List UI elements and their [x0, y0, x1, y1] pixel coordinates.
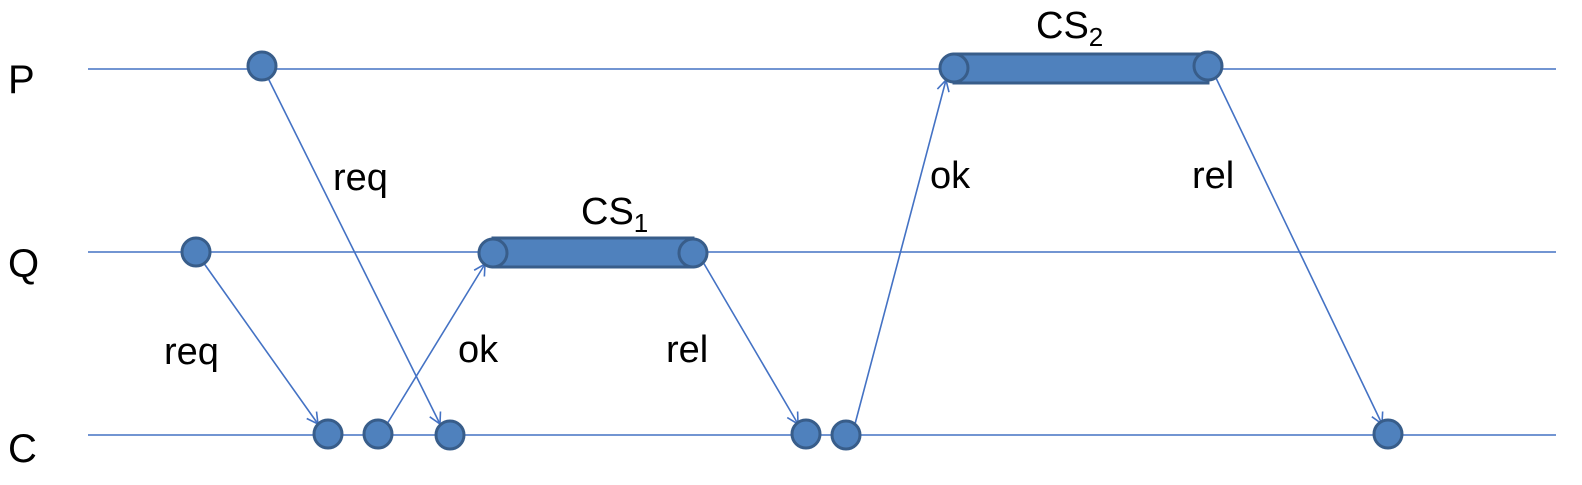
event-node-p-request — [246, 50, 278, 82]
critical-section-bar-1 — [491, 236, 695, 269]
event-node-c-send-ok-p — [830, 419, 862, 451]
event-node-c-recv-rel-p — [1372, 418, 1404, 450]
message-label-rel-p: rel — [1192, 155, 1234, 197]
message-label-rel-q: rel — [666, 329, 708, 371]
message-arrow-rel-p — [1215, 77, 1384, 426]
event-node-c-send-ok-q — [362, 418, 394, 450]
message-arrow-ok-q — [386, 262, 486, 425]
critical-section-label-2: CS2 — [1036, 5, 1103, 52]
message-arrow-req-p — [267, 77, 442, 426]
event-node-c-recv-req-p — [434, 419, 466, 451]
message-arrow-req-q — [202, 261, 319, 426]
message-arrow-ok-p — [854, 78, 950, 425]
message-label-ok-p: ok — [930, 155, 971, 197]
critical-section-label-2-base: CS — [1036, 5, 1089, 47]
event-node-q-exit — [677, 237, 709, 269]
critical-section-label-1-base: CS — [581, 191, 634, 233]
critical-section-label-1: CS1 — [581, 191, 648, 238]
message-label-req-p: req — [333, 157, 388, 199]
process-label-q: Q — [8, 242, 39, 286]
event-node-c-recv-req-q — [312, 418, 344, 450]
event-node-q-enter — [477, 237, 509, 269]
event-node-p-enter — [938, 52, 970, 84]
message-label-req-q: req — [164, 331, 219, 373]
process-label-c: C — [8, 427, 37, 471]
critical-section-label-1-sub: 1 — [634, 208, 648, 238]
event-node-p-exit — [1192, 50, 1224, 82]
message-arrow-rel-q — [702, 261, 799, 426]
critical-section-label-2-sub: 2 — [1089, 22, 1103, 52]
message-label-ok-q: ok — [458, 329, 499, 371]
process-label-p: P — [8, 58, 35, 102]
event-node-q-request — [180, 236, 212, 268]
critical-section-bar-2 — [952, 52, 1210, 85]
event-node-c-recv-rel-q — [790, 418, 822, 450]
